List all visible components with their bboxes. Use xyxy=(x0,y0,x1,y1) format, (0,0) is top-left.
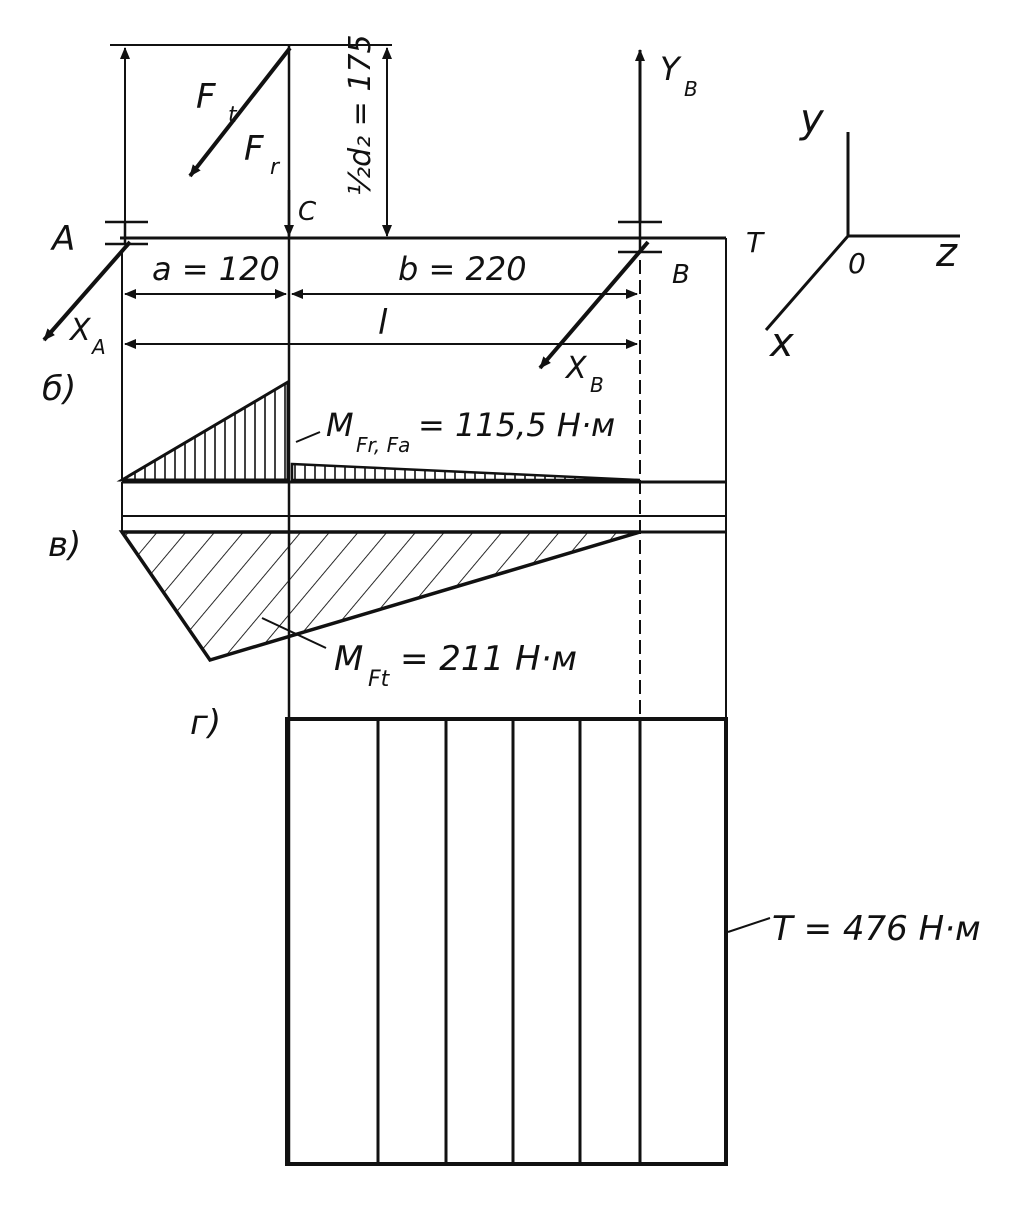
moment-diagram-ft: в) M Ft = 211 Н·м xyxy=(48,482,726,692)
force-xa-sub: A xyxy=(90,335,106,359)
force-xa-arrow xyxy=(42,240,132,342)
force-fr-label: F xyxy=(244,129,264,169)
origin-label: 0 xyxy=(848,247,866,280)
section-b-label: б) xyxy=(42,369,76,409)
moment-fr-symbol: M xyxy=(326,406,354,444)
torque-rectangle xyxy=(285,717,728,1166)
point-b-label: B xyxy=(672,260,690,290)
moment-fr-triangle-left xyxy=(116,379,290,482)
dim-d2-label: ½d₂ = 175 xyxy=(343,34,378,196)
force-xb-arrow xyxy=(538,240,650,370)
labels-top: A B C T 0 F t F r Y B X A X B y z x a = … xyxy=(50,34,958,397)
axis-y-label: y xyxy=(799,96,825,142)
force-ft-arrow xyxy=(188,46,292,178)
torque-leader xyxy=(727,917,771,933)
force-xa-label: X xyxy=(68,313,92,348)
moment-fr-triangle-right xyxy=(290,462,641,482)
force-yb-sub: B xyxy=(684,77,698,101)
moment-ft-leader xyxy=(261,617,327,649)
torque-value-label: T = 476 Н·м xyxy=(772,909,981,949)
moment-ft-triangle xyxy=(118,530,641,663)
section-v-label: в) xyxy=(48,525,81,565)
axis-z-label: z xyxy=(935,230,958,276)
dim-b-label: b = 220 xyxy=(398,250,527,288)
force-xb-sub: B xyxy=(590,373,604,397)
moment-fr-value: = 115,5 Н·м xyxy=(418,406,615,444)
support-a xyxy=(105,220,148,246)
point-c-label: C xyxy=(298,197,317,227)
section-g-label: г) xyxy=(190,703,221,743)
moment-diagram-fr: б) M Fr, Fa = 115,5 Н·м xyxy=(42,369,726,484)
moment-fr-subscript: Fr, Fa xyxy=(356,433,410,457)
force-xb-label: X xyxy=(564,351,588,386)
torque-diagram: г) T = 476 Н·м xyxy=(190,703,981,1166)
force-ft-sub: t xyxy=(228,103,238,128)
force-fr-sub: r xyxy=(270,155,281,180)
force-yb-label: Y xyxy=(660,50,682,88)
dim-a-label: a = 120 xyxy=(152,250,280,288)
moment-ft-symbol: M xyxy=(334,639,363,679)
axis-x-label: x xyxy=(768,320,794,366)
point-t-label: T xyxy=(746,226,765,259)
dim-l-label: l xyxy=(378,303,388,343)
point-a-label: A xyxy=(50,219,75,259)
moment-ft-value: = 211 Н·м xyxy=(400,639,577,679)
x-axis xyxy=(764,235,850,331)
force-ft-label: F xyxy=(196,77,216,117)
moment-fr-leader xyxy=(295,431,321,443)
coordinate-axes xyxy=(764,132,960,331)
moment-ft-subscript: Ft xyxy=(368,667,391,692)
